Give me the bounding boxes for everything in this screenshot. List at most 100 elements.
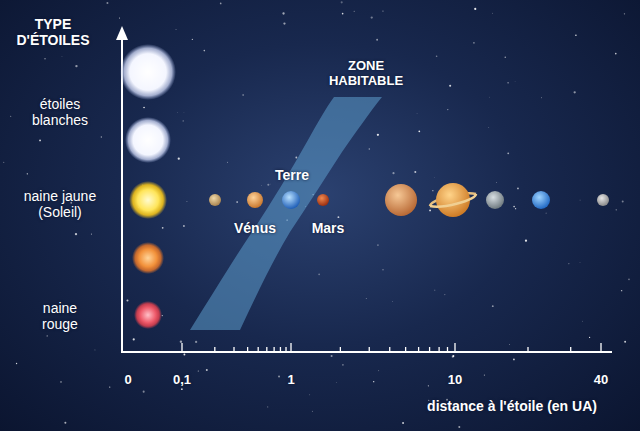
background-star bbox=[382, 10, 383, 11]
white-star-large bbox=[120, 44, 176, 100]
planet-jupiter bbox=[385, 184, 417, 216]
background-star bbox=[3, 162, 4, 163]
background-star bbox=[474, 8, 476, 10]
planet-label: Terre bbox=[275, 167, 309, 183]
habitable-zone-band bbox=[190, 97, 382, 330]
axis-tick bbox=[233, 347, 234, 352]
axis-tick bbox=[290, 343, 291, 352]
background-star bbox=[206, 369, 208, 371]
background-stars bbox=[3, 1, 630, 428]
background-star bbox=[378, 370, 379, 371]
background-star bbox=[177, 112, 179, 114]
background-star bbox=[236, 201, 238, 203]
axis-tick bbox=[570, 347, 571, 352]
background-star bbox=[195, 341, 197, 343]
background-star bbox=[452, 356, 454, 358]
planet-label: Mars bbox=[312, 220, 345, 236]
background-star bbox=[183, 112, 185, 114]
background-star bbox=[428, 385, 429, 386]
background-star bbox=[484, 374, 485, 375]
planet-pluto bbox=[597, 194, 609, 206]
background-star bbox=[183, 120, 184, 121]
background-star bbox=[488, 127, 490, 129]
background-star bbox=[616, 209, 617, 210]
yellow-dwarf bbox=[129, 181, 167, 219]
background-star bbox=[46, 335, 47, 336]
background-star bbox=[513, 206, 515, 208]
background-star bbox=[318, 274, 320, 276]
background-star bbox=[377, 134, 379, 136]
background-star bbox=[119, 18, 120, 19]
background-star bbox=[267, 184, 269, 186]
planet-neptune bbox=[532, 191, 550, 209]
background-star bbox=[371, 16, 373, 18]
horizontal-axis bbox=[121, 351, 612, 353]
axis-tick bbox=[340, 347, 341, 352]
background-star bbox=[75, 233, 77, 235]
background-star bbox=[504, 56, 506, 58]
background-star bbox=[203, 50, 205, 52]
background-star bbox=[261, 185, 263, 187]
background-star bbox=[615, 53, 617, 55]
background-star bbox=[377, 244, 379, 246]
white-star bbox=[125, 117, 171, 163]
background-star bbox=[496, 182, 498, 184]
background-star bbox=[444, 294, 445, 295]
axis-ticks bbox=[182, 343, 601, 352]
background-star bbox=[27, 173, 28, 174]
background-star bbox=[10, 116, 11, 117]
background-star bbox=[473, 42, 475, 44]
orange-star bbox=[132, 242, 164, 274]
axis-tick bbox=[389, 347, 390, 352]
background-star bbox=[181, 388, 183, 390]
background-star bbox=[60, 381, 61, 382]
background-star bbox=[270, 183, 272, 185]
background-star bbox=[16, 363, 17, 364]
background-star bbox=[126, 299, 128, 301]
background-star bbox=[513, 359, 515, 361]
axis-tick bbox=[280, 347, 281, 352]
background-star bbox=[192, 39, 193, 40]
axis-tick bbox=[418, 347, 419, 352]
background-star bbox=[582, 320, 584, 322]
axis-tick bbox=[454, 343, 455, 352]
background-star bbox=[143, 107, 145, 109]
background-star bbox=[342, 364, 344, 366]
red-dwarf bbox=[134, 301, 162, 329]
saturn-ring-front bbox=[430, 194, 476, 207]
background-star bbox=[568, 263, 570, 265]
background-star bbox=[75, 65, 77, 67]
background-star bbox=[143, 391, 145, 393]
background-star bbox=[335, 381, 337, 383]
background-star bbox=[186, 201, 188, 203]
axis-tick bbox=[405, 347, 406, 352]
axis-tick bbox=[285, 347, 286, 352]
background-star bbox=[622, 201, 624, 203]
background-star bbox=[458, 426, 460, 428]
background-star bbox=[416, 112, 418, 114]
axis-tick bbox=[247, 347, 248, 352]
background-star bbox=[337, 216, 339, 218]
tick-label: 10 bbox=[448, 373, 462, 388]
background-star bbox=[295, 157, 297, 159]
background-star bbox=[178, 158, 180, 160]
background-star bbox=[311, 410, 313, 412]
background-star bbox=[106, 2, 108, 4]
background-star bbox=[515, 208, 516, 209]
background-star bbox=[369, 148, 370, 149]
background-star bbox=[418, 131, 420, 133]
background-star bbox=[429, 209, 431, 211]
background-star bbox=[101, 136, 102, 137]
background-star bbox=[434, 289, 436, 291]
background-star bbox=[392, 301, 394, 303]
background-star bbox=[452, 355, 454, 357]
star-type-label: étoiles blanches bbox=[15, 96, 105, 128]
background-star bbox=[589, 337, 590, 338]
background-star bbox=[541, 97, 543, 99]
background-star bbox=[282, 12, 284, 14]
background-star bbox=[525, 240, 527, 242]
background-star bbox=[175, 28, 177, 30]
background-star bbox=[574, 91, 576, 93]
